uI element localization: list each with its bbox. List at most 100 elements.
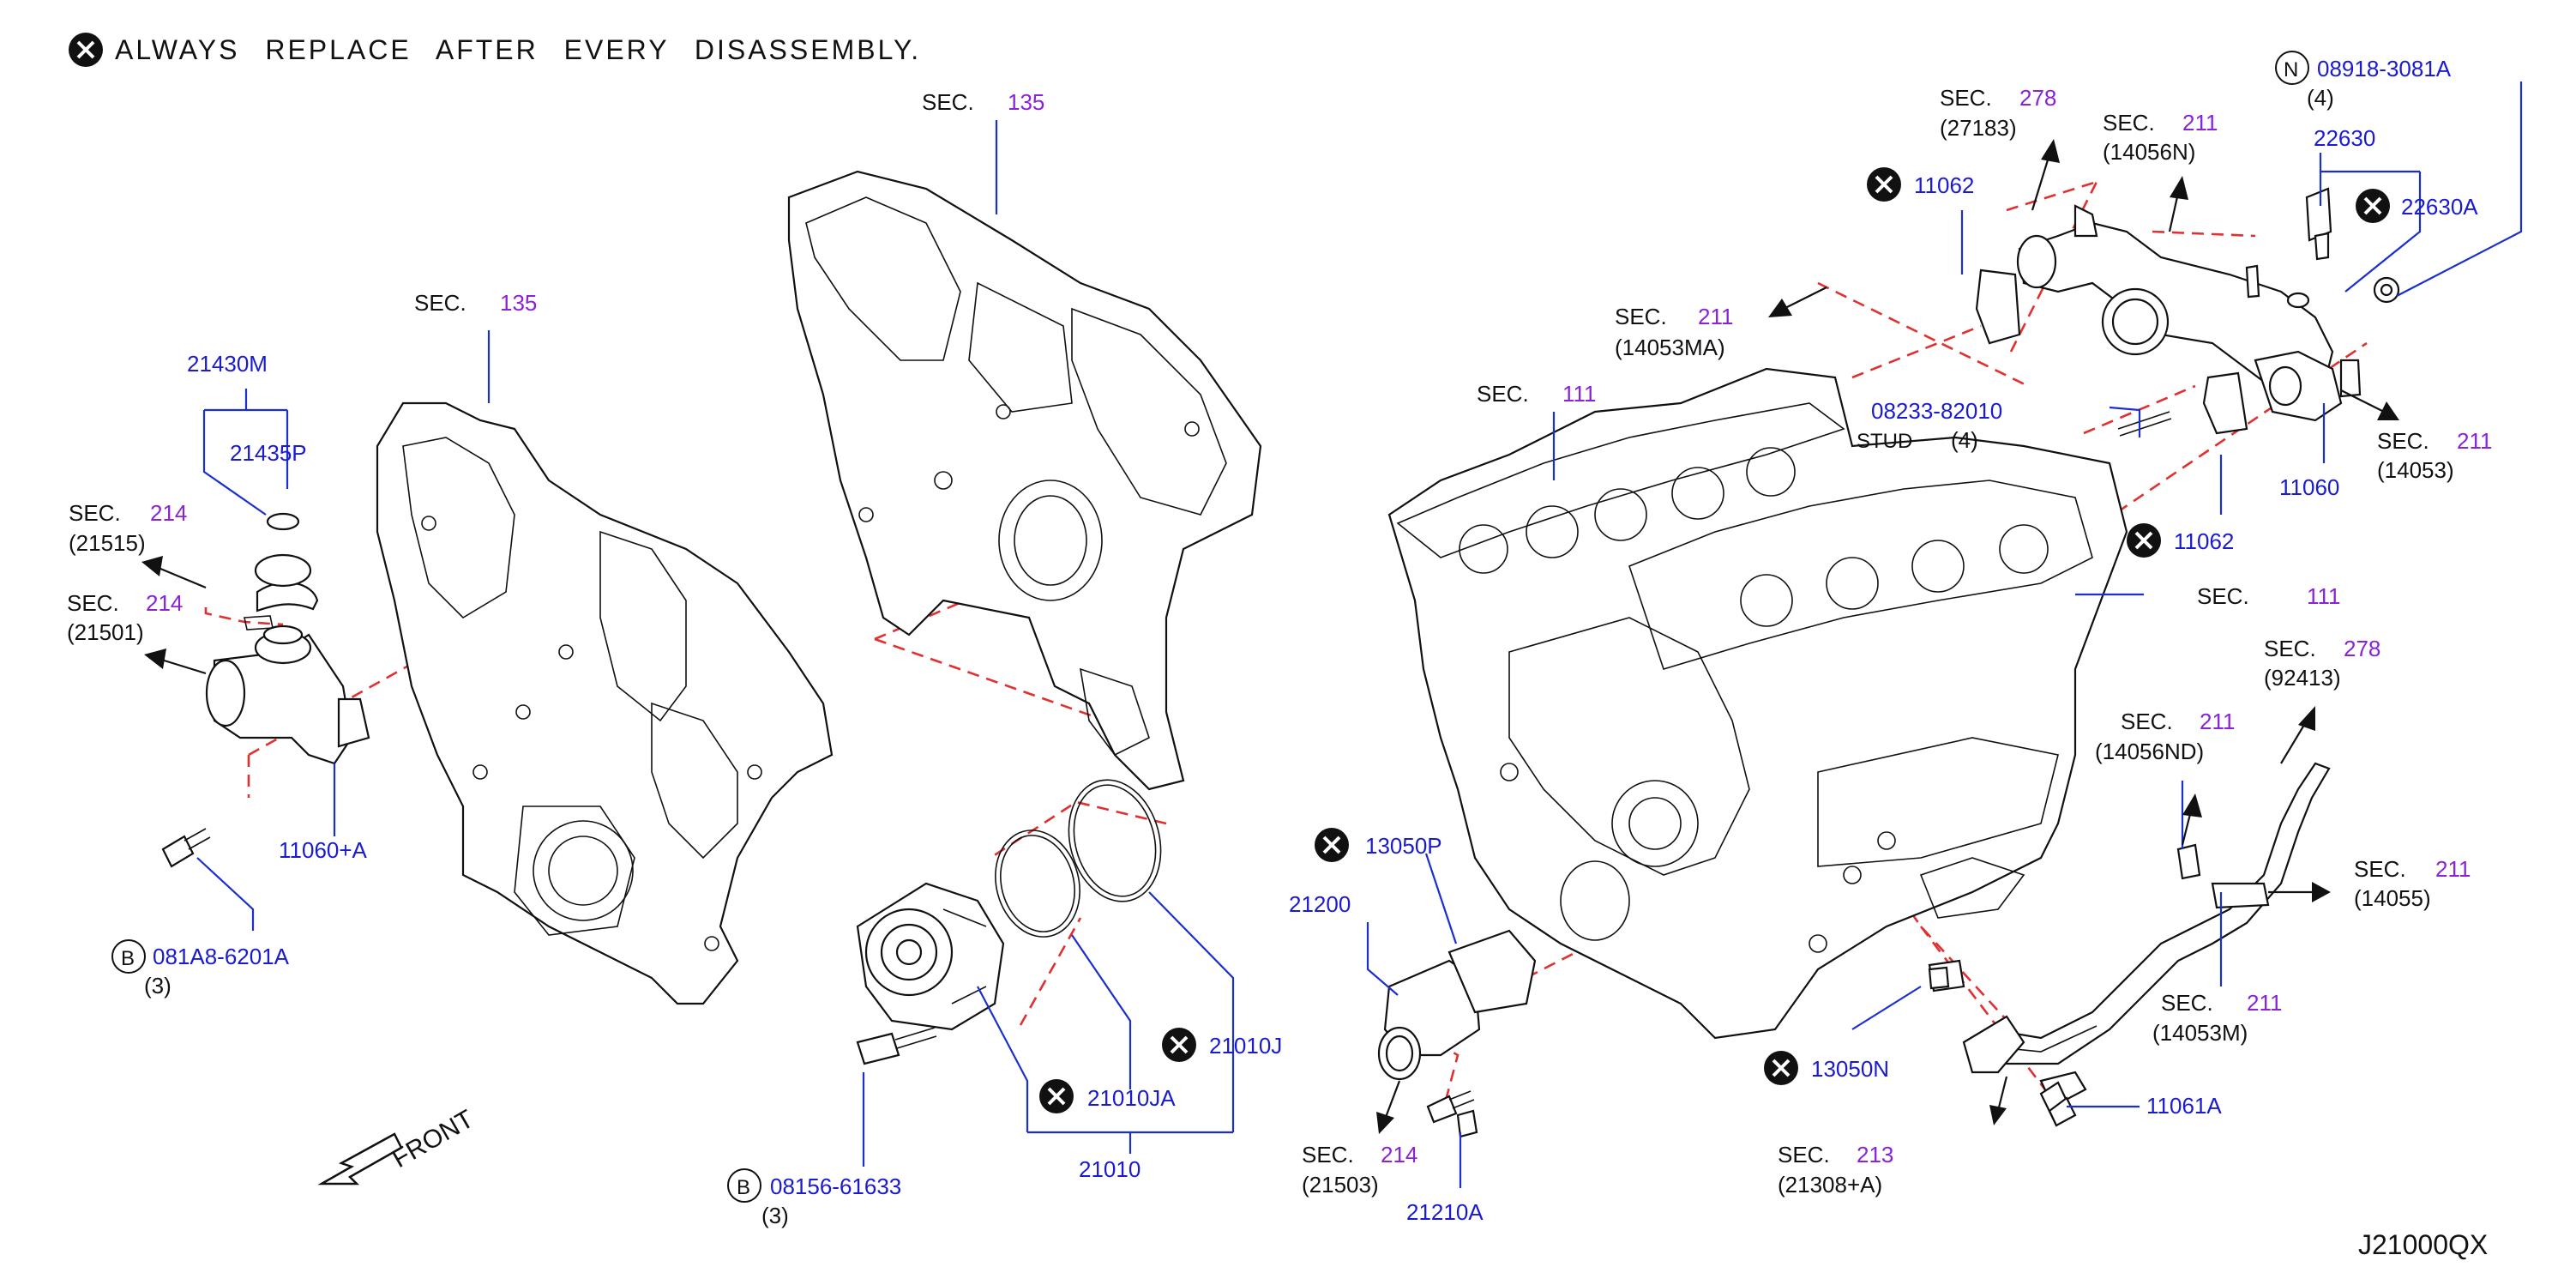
part-11061A[interactable]: 11061A xyxy=(2146,1093,2222,1119)
part-11060[interactable]: 11060 xyxy=(2279,474,2339,500)
sec-ref: (14055) xyxy=(2354,885,2431,911)
sec-135-top[interactable]: SEC. 135 xyxy=(922,89,1044,115)
sec-number: 278 xyxy=(2344,636,2380,661)
part-11062-mid[interactable]: 11062 xyxy=(2127,523,2234,558)
quantity: (3) xyxy=(761,1203,789,1228)
sec-213-21308-A[interactable]: SEC. 213 (21308+A) xyxy=(1778,1142,1893,1198)
part-21430M[interactable]: 21430M xyxy=(187,351,268,377)
sec-number: 111 xyxy=(2307,583,2341,609)
sec-214-21503[interactable]: SEC. 214 (21503) xyxy=(1302,1142,1417,1198)
sec-211-14053M[interactable]: SEC. 211 (14053M) xyxy=(2152,990,2282,1046)
sec-214-21501[interactable]: SEC. 214 (21501) xyxy=(67,590,183,645)
sec-number: 214 xyxy=(1381,1142,1417,1167)
sec-ref: (14056N) xyxy=(2103,139,2195,165)
sec-214-21515[interactable]: SEC. 214 (21515) xyxy=(69,500,187,556)
sec-number: 214 xyxy=(150,500,187,526)
sec-ref: (21503) xyxy=(1302,1172,1379,1198)
sec-number: 211 xyxy=(2200,709,2235,734)
sec-prefix: SEC. xyxy=(1778,1142,1830,1167)
part-13050P[interactable]: 13050P xyxy=(1315,828,1442,862)
quantity: (4) xyxy=(2307,85,2334,111)
sec-prefix: SEC. xyxy=(922,89,974,115)
sec-prefix: SEC. xyxy=(2161,990,2213,1016)
part-08918-3081A[interactable]: N 08918-3081A (4) xyxy=(2275,51,2452,111)
part-number: 11062 xyxy=(2174,528,2234,554)
sec-number: 211 xyxy=(2182,110,2218,136)
part-11062-top[interactable]: 11062 xyxy=(1867,167,1974,202)
part-number: 11062 xyxy=(1914,172,1974,198)
b-symbol-icon xyxy=(111,939,146,974)
water-pump xyxy=(856,779,1162,1065)
sec-number: 214 xyxy=(146,590,183,616)
part-13050N[interactable]: 13050N xyxy=(1764,1051,1889,1085)
sec-prefix: SEC. xyxy=(2354,856,2406,882)
sec-number: 211 xyxy=(1698,304,1733,329)
b-symbol-letter: B xyxy=(737,1176,750,1199)
n-symbol-letter: N xyxy=(2284,58,2298,81)
sec-prefix: SEC. xyxy=(69,500,121,526)
sec-ref: (14056ND) xyxy=(2095,739,2204,764)
part-21010JA[interactable]: 21010JA xyxy=(1039,1079,1176,1113)
part-number: 081A8-6201A xyxy=(153,944,290,969)
part-08233-82010-stud[interactable]: 08233-82010 STUD (4) xyxy=(1857,398,2002,453)
sec-number: 135 xyxy=(1008,89,1044,115)
b-symbol-icon xyxy=(727,1168,761,1203)
sec-ref: (92413) xyxy=(2264,665,2341,691)
sec-prefix: SEC. xyxy=(2121,709,2173,734)
sec-prefix: SEC. xyxy=(2377,428,2429,454)
sec-211-14055[interactable]: SEC. 211 (14055) xyxy=(2354,856,2471,911)
n-symbol-icon xyxy=(2275,51,2309,85)
part-08156-61633[interactable]: B 08156-61633 (3) xyxy=(727,1168,901,1228)
part-081A8-6201A[interactable]: B 081A8-6201A (3) xyxy=(111,939,290,998)
sec-number: 213 xyxy=(1857,1142,1893,1167)
sec-211-14056ND[interactable]: SEC. 211 (14056ND) xyxy=(2095,709,2235,764)
sec-prefix: SEC. xyxy=(67,590,119,616)
sec-prefix: SEC. xyxy=(2103,110,2155,136)
part-11060-A[interactable]: 11060+A xyxy=(279,837,368,863)
thermostat-housing xyxy=(1377,929,1950,1138)
sec-211-14056N[interactable]: SEC. 211 (14056N) xyxy=(2103,110,2218,165)
part-number: 08918-3081A xyxy=(2317,56,2452,81)
sec-ref: (21501) xyxy=(67,619,144,645)
sec-ref: (21308+A) xyxy=(1778,1172,1882,1198)
front-label: FRONT xyxy=(388,1105,478,1173)
part-21010[interactable]: 21010 xyxy=(1079,1156,1141,1182)
sec-111-left[interactable]: SEC. 111 xyxy=(1477,381,1597,407)
sec-211-14053[interactable]: SEC. 211 (14053) xyxy=(2377,428,2492,483)
part-number: 13050P xyxy=(1365,833,1442,859)
sec-278-27183[interactable]: SEC. 278 (27183) xyxy=(1940,85,2056,141)
cylinder-block xyxy=(1387,367,2128,1040)
sec-ref: (14053MA) xyxy=(1615,335,1725,360)
part-21210A[interactable]: 21210A xyxy=(1406,1199,1484,1225)
part-21200[interactable]: 21200 xyxy=(1289,891,1351,917)
b-symbol-letter: B xyxy=(121,947,135,970)
sec-ref: (14053) xyxy=(2377,457,2454,483)
sec-ref: (21515) xyxy=(69,530,146,556)
part-21010J[interactable]: 21010J xyxy=(1162,1028,1282,1062)
sec-prefix: SEC. xyxy=(414,290,466,316)
sec-prefix: SEC. xyxy=(1940,85,1992,111)
reference-arrows xyxy=(141,139,2399,1134)
timing-chain-case-rear xyxy=(376,401,834,1005)
water-inlet-upper xyxy=(1975,187,2400,437)
sec-number: 111 xyxy=(1562,381,1597,407)
sec-prefix: SEC. xyxy=(1615,304,1667,329)
part-21435P[interactable]: 21435P xyxy=(230,440,307,466)
leader-lines xyxy=(196,81,2523,1188)
sec-211-14053MA[interactable]: SEC. 211 (14053MA) xyxy=(1615,304,1733,360)
bolts xyxy=(161,828,2077,1127)
water-outlet-left xyxy=(205,512,370,765)
quantity: (4) xyxy=(1951,427,1978,453)
timing-chain-case-front xyxy=(787,170,1262,791)
sec-135-left[interactable]: SEC. 135 xyxy=(414,290,537,316)
diagram-code: J21000QX xyxy=(2358,1229,2488,1260)
part-22630A[interactable]: 22630A xyxy=(2356,189,2478,223)
sec-number: 211 xyxy=(2247,990,2282,1016)
part-22630[interactable]: 22630 xyxy=(2314,125,2375,151)
sec-number: 135 xyxy=(500,290,537,316)
sec-278-92413[interactable]: SEC. 278 (92413) xyxy=(2264,636,2380,691)
sec-prefix: SEC. xyxy=(2264,636,2316,661)
sec-111-right[interactable]: SEC. 111 xyxy=(2197,583,2341,609)
sec-number: 211 xyxy=(2435,856,2471,882)
